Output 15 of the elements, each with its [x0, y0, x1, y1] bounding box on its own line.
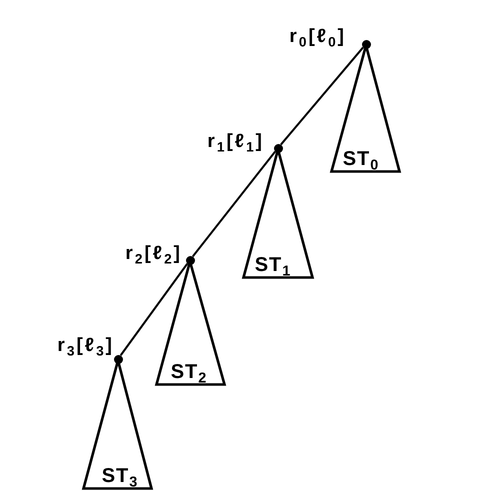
node-dot	[114, 354, 122, 364]
node-label: r$_{1}$[ℓ$_{1}$]	[207, 131, 264, 152]
node-label: r$_{3}$[ℓ$_{3}$]	[57, 335, 114, 356]
tree-edge	[120, 263, 188, 356]
subtree-label: ST$_{0}$	[342, 148, 380, 170]
node-dot	[186, 256, 194, 264]
node-dot	[362, 40, 370, 48]
node-dot	[274, 144, 282, 152]
tree-edge	[280, 46, 364, 146]
subtree-label: ST$_{2}$	[170, 361, 208, 383]
node-label: r$_{0}$[ℓ$_{0}$]	[289, 26, 346, 47]
node-label: r$_{2}$[ℓ$_{2}$]	[125, 243, 182, 264]
subtree-label: ST$_{3}$	[102, 465, 138, 487]
subtree-label: ST$_{1}$	[254, 254, 292, 276]
tree-edge	[192, 150, 276, 258]
